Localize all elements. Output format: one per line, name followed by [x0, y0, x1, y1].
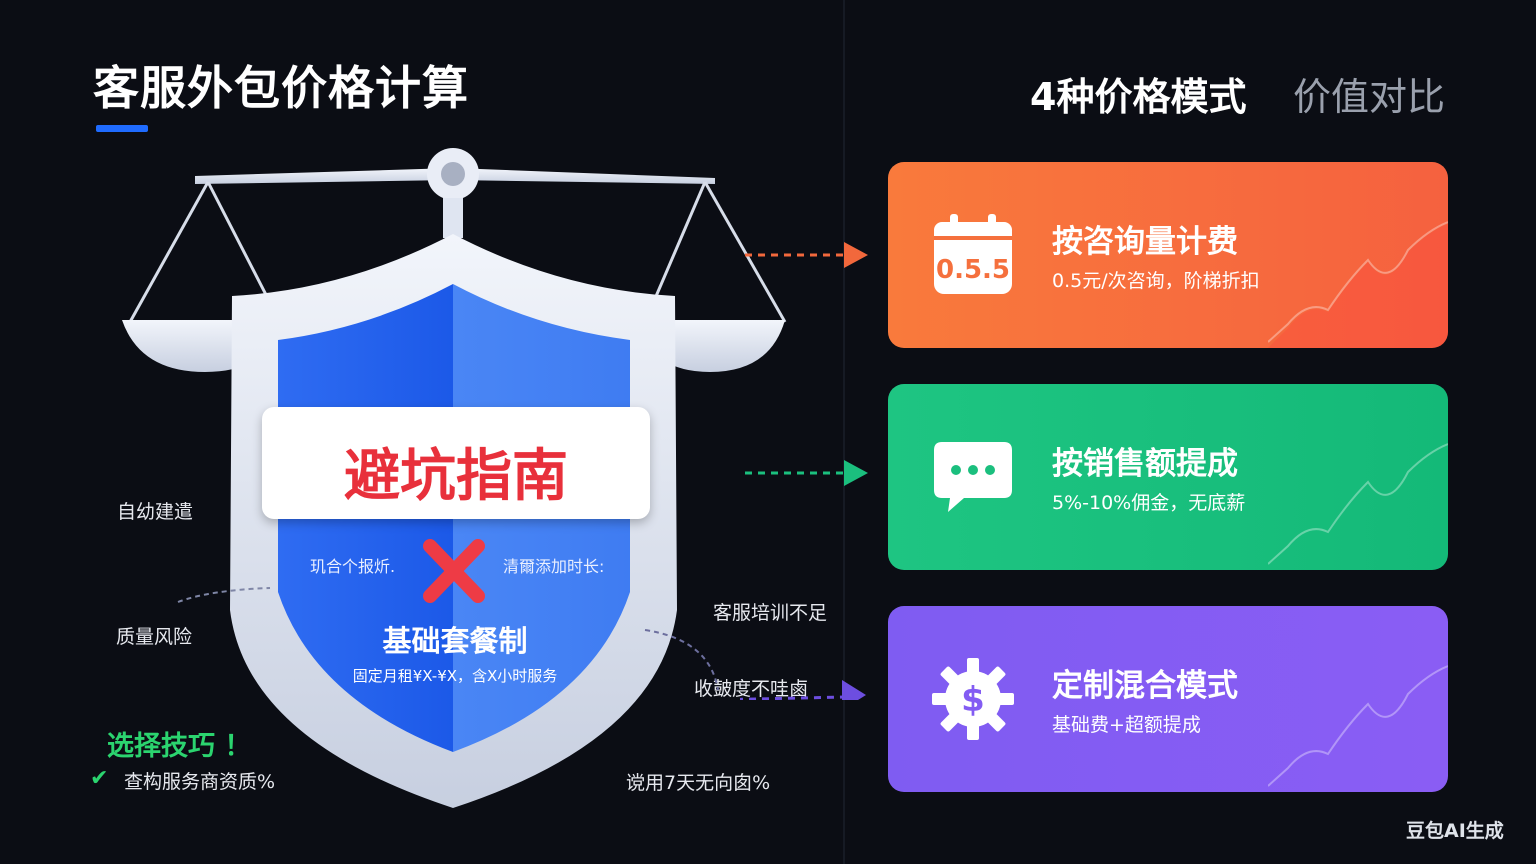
trend-line-icon	[1268, 665, 1448, 787]
calendar-icon: 0.5.5	[934, 214, 1012, 294]
basic-plan-desc: 固定月租¥X-¥X，含X小时服务	[352, 667, 558, 685]
arrow-orange-icon	[844, 242, 868, 268]
card-subtitle: 5%-10%佣金，无底薪	[1052, 492, 1246, 514]
tips-title: 选择技巧 ！	[107, 731, 252, 762]
label-self-build: 自幼建遣	[117, 501, 194, 523]
label-training: 客服培训不足	[713, 602, 828, 624]
label-quality-risk: 质量风险	[116, 626, 193, 648]
connector-arrows	[740, 242, 868, 700]
check-icon: ✔	[90, 766, 109, 791]
card-title: 按咨询量计费	[1052, 224, 1238, 260]
trend-line-icon	[1268, 443, 1448, 565]
basic-plan-title: 基础套餐制	[382, 624, 528, 658]
shield-left-note: 玑合个报炘.	[310, 557, 396, 576]
card-title: 按销售额提成	[1052, 446, 1238, 482]
value-compare-title: 价值对比	[1293, 75, 1446, 119]
card-sales-commission[interactable]: 按销售额提成 5%-10%佣金，无底薪	[888, 384, 1448, 570]
trend-line-icon	[1268, 221, 1448, 348]
svg-text:$: $	[961, 680, 985, 720]
label-satisfaction: 收皷度不哇鹵	[694, 678, 809, 700]
banner-text: 避坑指南	[344, 444, 568, 509]
arrow-purple-icon	[842, 680, 866, 700]
card-subtitle: 0.5元/次咨询，阶梯折扣	[1052, 270, 1260, 292]
label-trial: 谠用7天无向囱%	[626, 772, 771, 794]
red-x-icon	[423, 539, 485, 603]
ai-watermark: 豆包AI生成	[1406, 820, 1504, 842]
shield-right-note: 清爾添加时长:	[503, 557, 605, 576]
center-divider	[843, 0, 845, 864]
card-title: 定制混合模式	[1052, 668, 1238, 704]
page-title: 客服外包价格计算	[93, 61, 469, 115]
title-underline	[96, 125, 148, 132]
svg-text:0.5.5: 0.5.5	[936, 255, 1010, 285]
pricing-models-title: 4种价格模式	[1030, 75, 1247, 119]
dashed-curve-left	[177, 587, 271, 603]
card-subtitle: 基础费+超额提成	[1052, 714, 1201, 736]
chat-bubble-icon	[934, 442, 1012, 512]
arrow-green-icon	[844, 460, 868, 486]
dashed-curve-right	[644, 629, 719, 691]
pitfall-guide-banner: 避坑指南	[262, 407, 650, 519]
tips-item: 查构服务商资质%	[124, 771, 276, 793]
card-custom-hybrid[interactable]: $ 定制混合模式 基础费+超额提成	[888, 606, 1448, 792]
card-per-consultation[interactable]: 0.5.5 按咨询量计费 0.5元/次咨询，阶梯折扣	[888, 162, 1448, 348]
gear-dollar-icon: $	[932, 658, 1014, 740]
